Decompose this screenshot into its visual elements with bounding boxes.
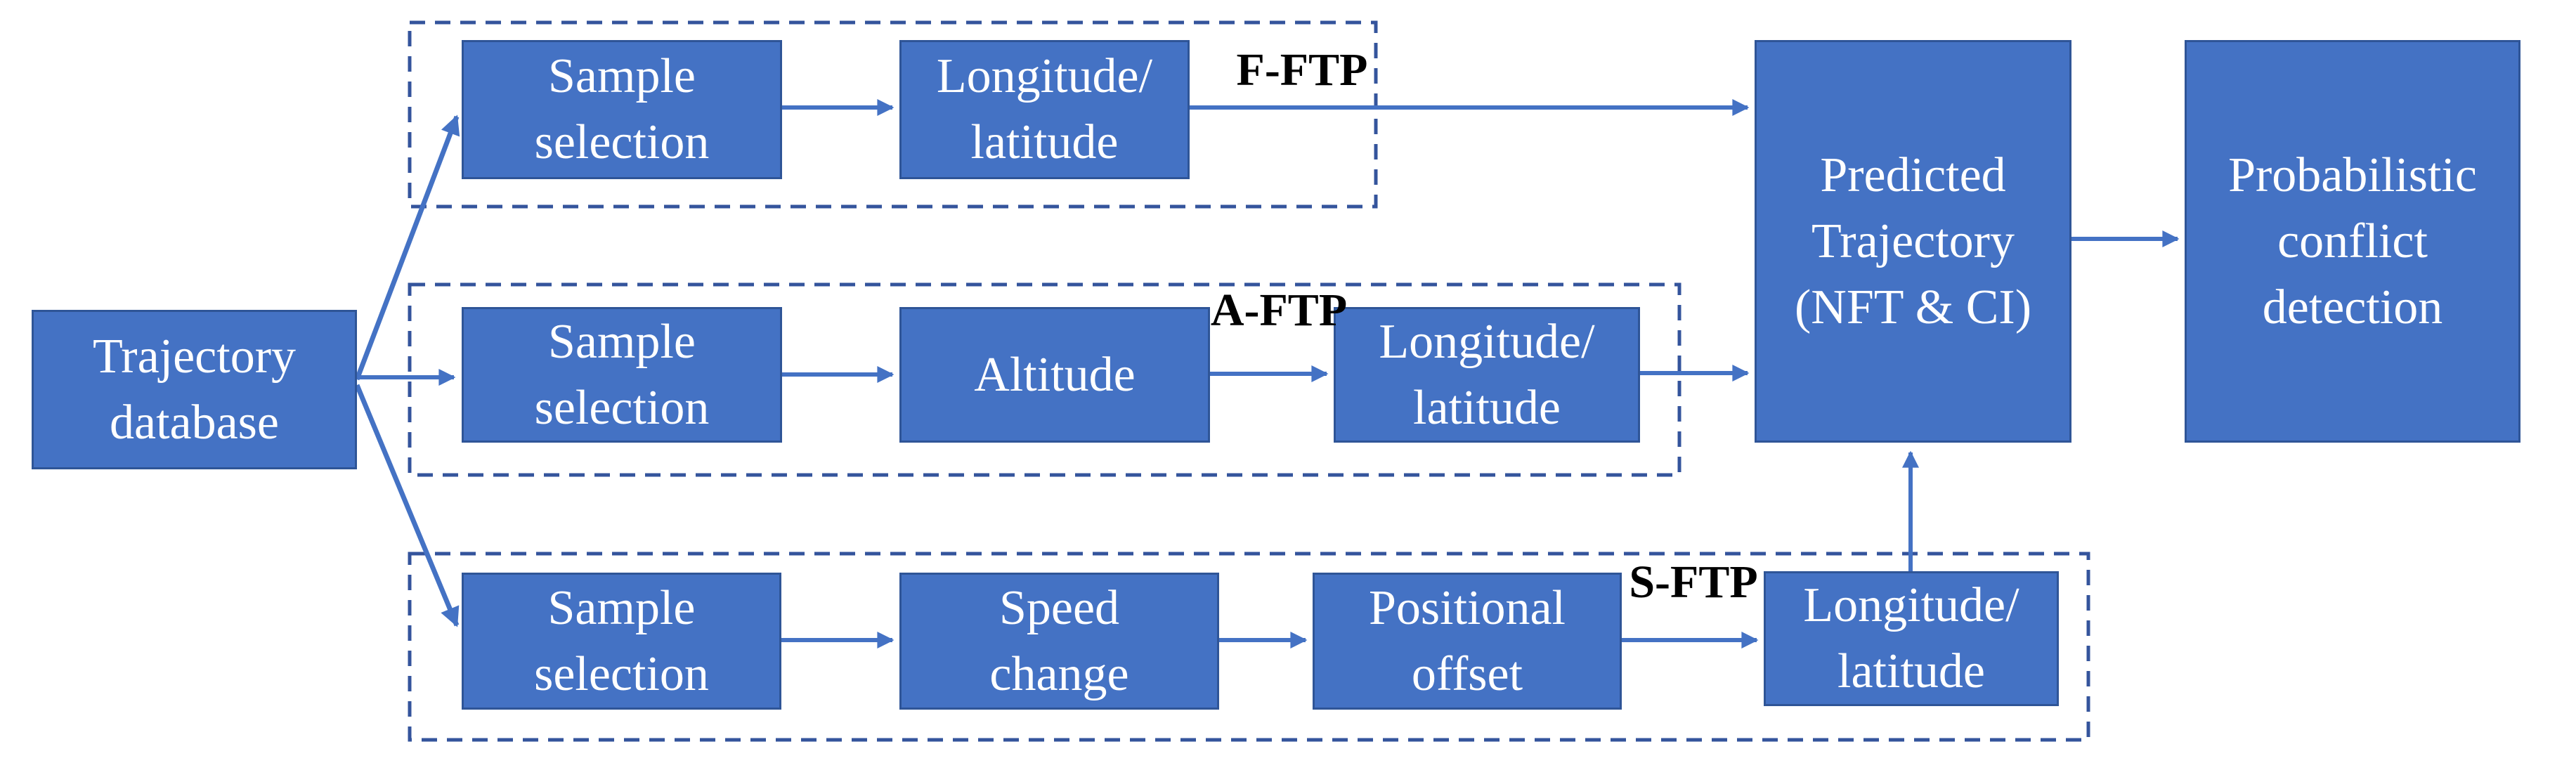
node-speed-change: Speed change — [899, 573, 1219, 710]
node-positional-offset: Positional offset — [1313, 573, 1622, 710]
node-altitude-label: Altitude — [974, 347, 1136, 402]
node-positional-offset-label: Positional offset — [1368, 580, 1566, 701]
edge-label-s-ftp: S-FTP — [1629, 556, 1758, 608]
node-trajectory-database-label: Trajectory database — [92, 329, 297, 450]
node-sample-selection-bottom: Sample selection — [462, 573, 781, 710]
dashed-group-f-ftp — [408, 20, 1378, 209]
node-longitude-latitude-top-label: Longitude/ latitude — [936, 49, 1153, 169]
node-speed-change-label: Speed change — [989, 580, 1129, 701]
node-longitude-latitude-bottom-label: Longitude/ latitude — [1803, 578, 2019, 698]
node-sample-selection-middle: Sample selection — [462, 307, 782, 443]
node-sample-selection-top: Sample selection — [462, 40, 782, 179]
dashed-group-s-ftp — [408, 552, 2090, 742]
node-longitude-latitude-middle-label: Longitude/ latitude — [1379, 314, 1595, 435]
node-probabilistic-conflict-detection: Probabilistic conflict detection — [2185, 40, 2520, 443]
edge-label-a-ftp: A-FTP — [1210, 285, 1348, 336]
node-sample-selection-bottom-label: Sample selection — [534, 580, 709, 701]
edge-label-f-ftp: F-FTP — [1236, 44, 1368, 96]
arrow-db-to-sample-top — [354, 115, 460, 381]
arrow-db-to-sample-bottom — [354, 384, 460, 627]
node-altitude: Altitude — [899, 307, 1210, 443]
node-predicted-trajectory: Predicted Trajectory (NFT & CI) — [1755, 40, 2071, 443]
node-longitude-latitude-top: Longitude/ latitude — [899, 40, 1190, 179]
node-trajectory-database: Trajectory database — [32, 310, 357, 469]
node-probabilistic-conflict-detection-label: Probabilistic conflict detection — [2228, 148, 2477, 334]
node-sample-selection-middle-label: Sample selection — [534, 314, 710, 435]
node-predicted-trajectory-label: Predicted Trajectory (NFT & CI) — [1794, 148, 2032, 334]
dashed-group-a-ftp — [408, 282, 1681, 477]
node-longitude-latitude-middle: Longitude/ latitude — [1334, 307, 1640, 443]
node-sample-selection-top-label: Sample selection — [534, 49, 710, 169]
node-longitude-latitude-bottom: Longitude/ latitude — [1764, 571, 2059, 706]
